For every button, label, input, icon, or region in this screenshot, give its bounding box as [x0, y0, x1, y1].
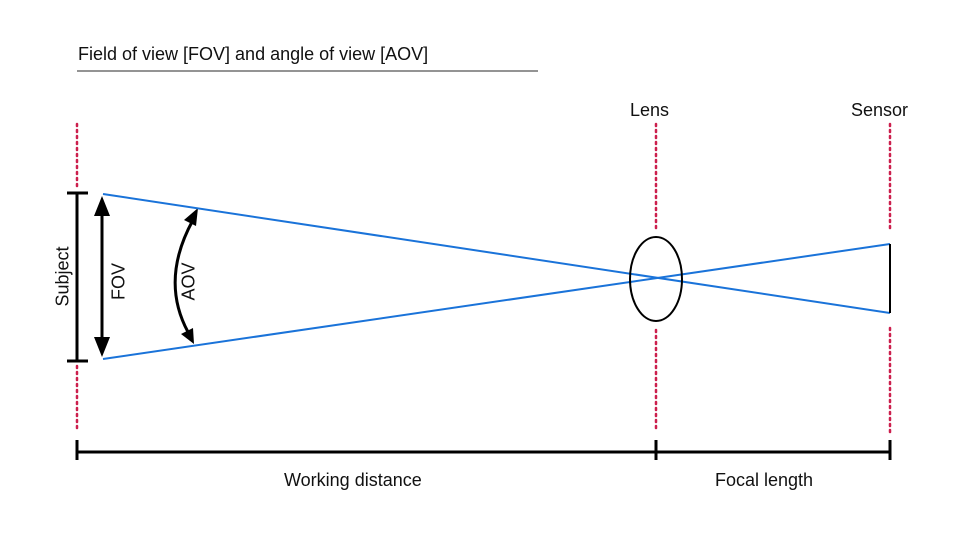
light-rays — [102, 193, 891, 360]
ray-top-to-bottom — [102, 193, 891, 314]
sensor-label: Sensor — [851, 100, 909, 120]
diagram-title: Field of view [FOV] and angle of view [A… — [78, 44, 429, 64]
fov-arrow — [94, 196, 110, 357]
working-distance-label: Working distance — [284, 470, 422, 490]
distance-baseline — [75, 440, 892, 460]
subject-bar — [67, 191, 88, 363]
fov-label: FOV — [108, 263, 129, 301]
subject-label: Subject — [52, 246, 73, 307]
lens-ellipse — [629, 236, 683, 322]
lens-label: Lens — [630, 100, 670, 120]
aov-arc-arrow — [173, 208, 198, 344]
guide-lines — [75, 122, 892, 434]
aov-label: AOV — [178, 262, 199, 301]
focal-length-label: Focal length — [715, 470, 814, 490]
ray-bottom-to-top — [102, 243, 891, 360]
